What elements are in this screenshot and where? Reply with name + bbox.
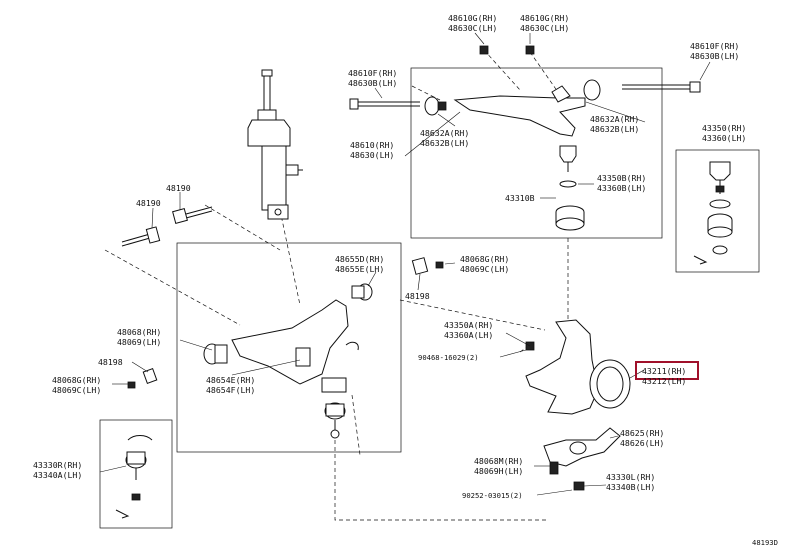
- svg-text:48630C(LH): 48630C(LH): [520, 23, 569, 33]
- upper-ball-joint: [555, 145, 585, 231]
- svg-text:48068G(RH): 48068G(RH): [460, 254, 509, 264]
- bolt-48190-left: [121, 226, 161, 247]
- label-48610F-left: 48610F(RH) 48630B(LH): [348, 68, 397, 88]
- svg-text:43350A(RH): 43350A(RH): [444, 320, 493, 330]
- nut-48610G-right: [525, 45, 535, 55]
- label-90468: 90468-16029(2): [418, 353, 479, 362]
- upper-control-arm: [349, 79, 701, 137]
- label-90252: 90252-03015(2): [462, 491, 523, 500]
- label-48068: 48068(RH) 48069(LH): [117, 327, 161, 347]
- svg-text:48069C(LH): 48069C(LH): [52, 385, 101, 395]
- svg-text:48630B(LH): 48630B(LH): [690, 51, 739, 61]
- label-48654E: 48654E(RH) 48654F(LH): [206, 375, 255, 395]
- svg-text:48610F(RH): 48610F(RH): [348, 68, 397, 78]
- svg-text:43211(RH): 43211(RH): [642, 366, 686, 376]
- svg-text:43360B(LH): 43360B(LH): [597, 183, 646, 193]
- svg-text:48610G(RH): 48610G(RH): [448, 13, 497, 23]
- svg-text:48654F(LH): 48654F(LH): [206, 385, 255, 395]
- svg-text:48069H(LH): 48069H(LH): [474, 466, 523, 476]
- label-48632A-left: 48632A(RH) 48632B(LH): [420, 128, 469, 148]
- label-43330R: 43330R(RH) 43340A(LH): [33, 460, 82, 480]
- label-43350-right: 43350(RH) 43360(LH): [702, 123, 746, 143]
- svg-text:43340B(LH): 43340B(LH): [606, 482, 655, 492]
- svg-text:48610F(RH): 48610F(RH): [690, 41, 739, 51]
- lower-control-arm: [127, 257, 444, 393]
- upper-ball-joint-assembly-right: [693, 161, 733, 265]
- svg-text:48655D(RH): 48655D(RH): [335, 254, 384, 264]
- svg-text:43340A(LH): 43340A(LH): [33, 470, 82, 480]
- lower-arm-group-box: [176, 242, 402, 453]
- label-43330L: 43330L(RH) 43340B(LH): [606, 472, 655, 492]
- svg-text:48654E(RH): 48654E(RH): [206, 375, 255, 385]
- svg-text:48068G(RH): 48068G(RH): [52, 375, 101, 385]
- assembly-lines: [104, 49, 569, 521]
- svg-text:48626(LH): 48626(LH): [620, 438, 664, 448]
- label-43350A: 43350A(RH) 43360A(LH): [444, 320, 493, 340]
- upper-arm-group-box: [410, 67, 663, 239]
- svg-text:48632A(RH): 48632A(RH): [420, 128, 469, 138]
- label-48632A-right: 48632A(RH) 48632B(LH): [590, 114, 639, 134]
- knuckle-arm: [543, 427, 621, 491]
- label-48190-left: 48190: [136, 198, 161, 208]
- label-48610G-right: 48610G(RH) 48630C(LH): [520, 13, 569, 33]
- svg-text:48655E(LH): 48655E(LH): [335, 264, 384, 274]
- svg-text:48610G(RH): 48610G(RH): [520, 13, 569, 23]
- leader-lines: [99, 32, 711, 496]
- label-48610G-left: 48610G(RH) 48630C(LH): [448, 13, 497, 33]
- lower-ball-joint-boxed: [115, 435, 153, 519]
- svg-text:48630C(LH): 48630C(LH): [448, 23, 497, 33]
- shock-absorber-strut: [247, 69, 303, 220]
- svg-text:43330L(RH): 43330L(RH): [606, 472, 655, 482]
- label-48610F-right: 48610F(RH) 48630B(LH): [690, 41, 739, 61]
- label-48190-top: 48190: [166, 183, 191, 193]
- diagram-code: 48193D: [752, 538, 778, 547]
- lower-ball-joint: [324, 402, 346, 439]
- upper-ball-joint-box: [675, 149, 760, 273]
- svg-text:48630B(LH): 48630B(LH): [348, 78, 397, 88]
- label-48625: 48625(RH) 48626(LH): [620, 428, 664, 448]
- label-43350B: 43350B(RH) 43360B(LH): [597, 173, 646, 193]
- label-48068G-top: 48068G(RH) 48069C(LH): [460, 254, 509, 274]
- svg-text:43360A(LH): 43360A(LH): [444, 330, 493, 340]
- svg-text:48625(RH): 48625(RH): [620, 428, 664, 438]
- label-48198-right: 48198: [405, 291, 430, 301]
- svg-text:43350(RH): 43350(RH): [702, 123, 746, 133]
- label-48068M: 48068M(RH) 48069H(LH): [474, 456, 523, 476]
- svg-text:48632B(LH): 48632B(LH): [420, 138, 469, 148]
- svg-text:48068M(RH): 48068M(RH): [474, 456, 523, 466]
- steering-knuckle: [525, 319, 631, 415]
- svg-text:43360(LH): 43360(LH): [702, 133, 746, 143]
- svg-text:48068(RH): 48068(RH): [117, 327, 161, 337]
- svg-text:48630(LH): 48630(LH): [350, 150, 394, 160]
- svg-text:48069C(LH): 48069C(LH): [460, 264, 509, 274]
- svg-text:48632B(LH): 48632B(LH): [590, 124, 639, 134]
- nut-48610G-left: [479, 45, 489, 55]
- bolt-48190-top: [172, 206, 213, 224]
- label-48610: 48610(RH) 48630(LH): [350, 140, 394, 160]
- svg-text:48610(RH): 48610(RH): [350, 140, 394, 150]
- label-43211: 43211(RH) 43212(LH): [642, 366, 686, 386]
- label-48068G-left: 48068G(RH) 48069C(LH): [52, 375, 101, 395]
- svg-text:48632A(RH): 48632A(RH): [590, 114, 639, 124]
- highlight-43211: [635, 361, 699, 380]
- svg-text:48069(LH): 48069(LH): [117, 337, 161, 347]
- svg-text:43330R(RH): 43330R(RH): [33, 460, 82, 470]
- svg-text:43350B(RH): 43350B(RH): [597, 173, 646, 183]
- label-48655D: 48655D(RH) 48655E(LH): [335, 254, 384, 274]
- label-48198-left: 48198: [98, 357, 123, 367]
- svg-text:43212(LH): 43212(LH): [642, 376, 686, 386]
- label-43310B: 43310B: [505, 193, 535, 203]
- lower-ball-joint-box: [99, 419, 173, 529]
